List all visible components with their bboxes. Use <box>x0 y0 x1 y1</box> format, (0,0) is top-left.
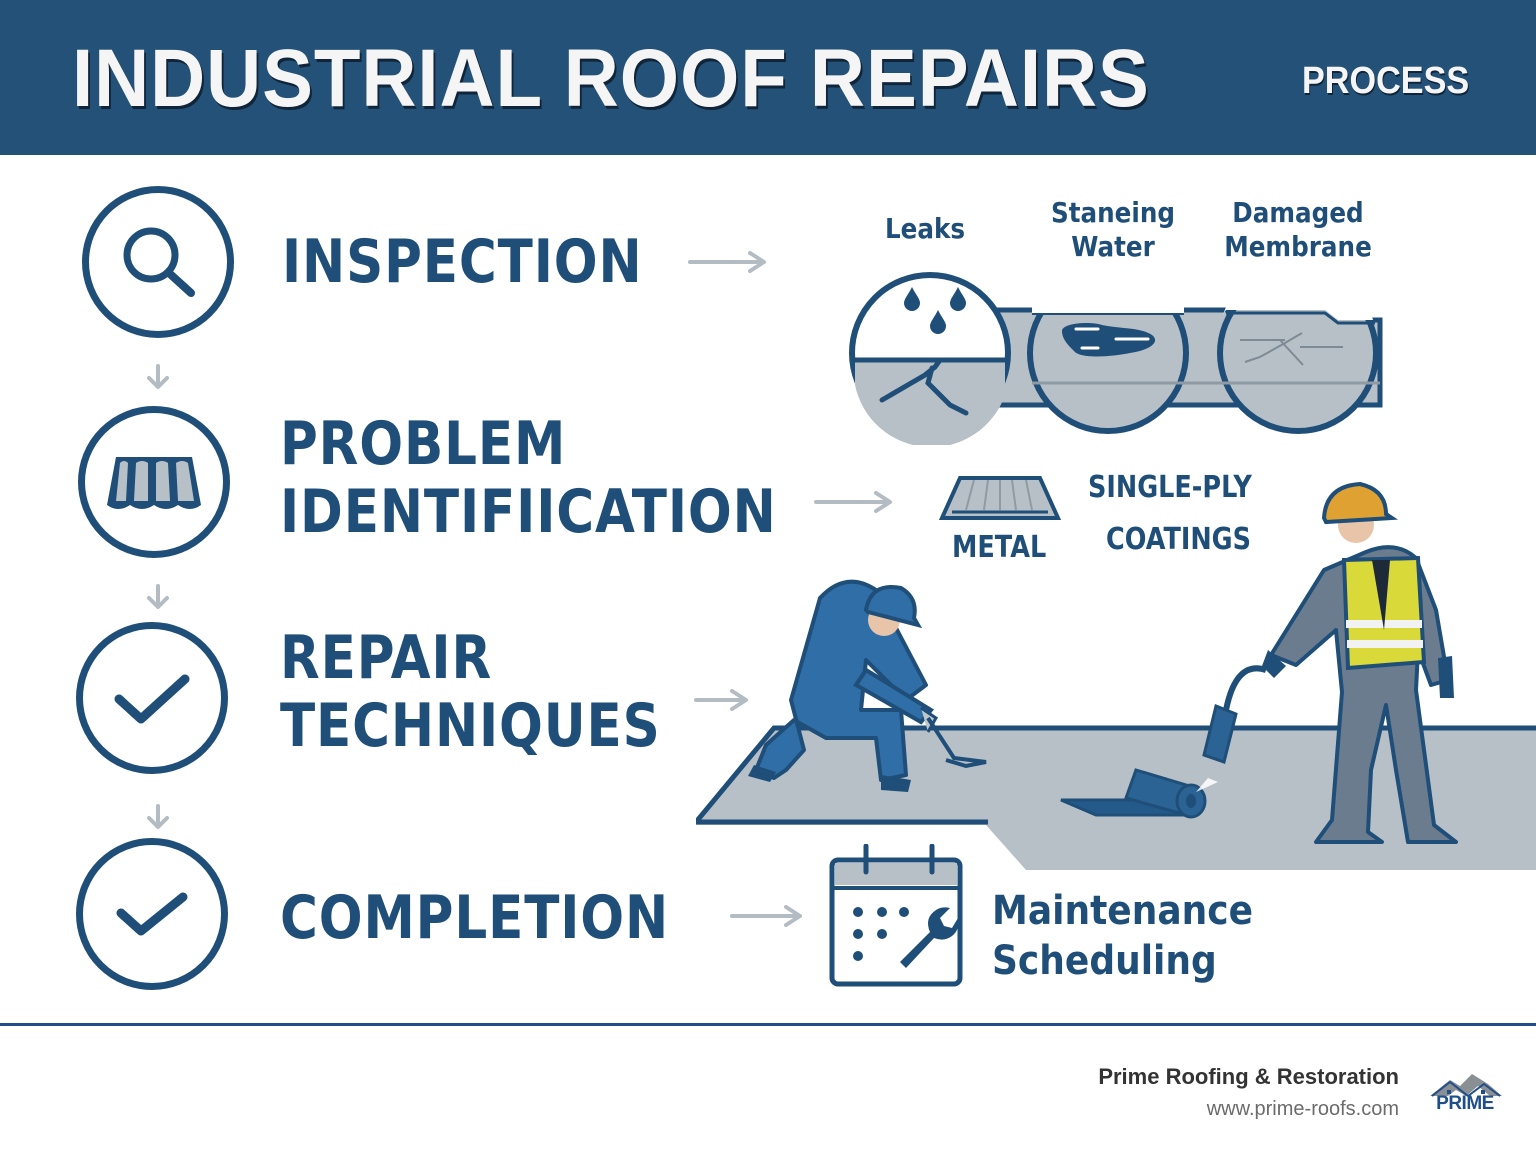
issue-label-leaks: Leaks <box>884 212 966 245</box>
step-repair-techniques-circle <box>76 622 228 774</box>
company-logo: PRIME <box>1420 1070 1510 1116</box>
step-inspection-circle <box>82 186 234 338</box>
arrow-down-icon <box>146 364 170 390</box>
issue-label-damaged-membrane: Damaged Membrane <box>1224 196 1372 263</box>
arrow-right-icon <box>730 904 804 928</box>
roof-type-metal: METAL <box>952 530 1047 565</box>
damaged-membrane-icon <box>1217 265 1379 434</box>
roof-workers-illustration <box>696 481 1536 870</box>
standing-water-icon <box>1027 265 1189 434</box>
metal-roof-icon <box>938 474 1062 522</box>
kneeling-worker <box>748 579 987 792</box>
magnifier-icon <box>113 217 203 307</box>
arrow-right-icon <box>694 688 750 712</box>
roof-issues-illustration <box>849 265 1383 445</box>
step-completion-circle <box>76 838 228 990</box>
checkmark-icon <box>107 879 197 949</box>
step-repair-techniques-label: REPAIR TECHNIQUES <box>280 623 661 761</box>
page-subtitle: PROCESS <box>1302 60 1470 102</box>
logo-text: PRIME <box>1436 1093 1494 1114</box>
step-problem-identification-label: PROBLEM IDENTIFIICATION <box>280 409 777 547</box>
step-problem-identification-circle <box>78 406 230 558</box>
company-url[interactable]: www.prime-roofs.com <box>1206 1098 1399 1120</box>
step-completion-label: COMPLETION <box>280 883 670 953</box>
roof-type-coatings: COATINGS <box>1106 522 1251 557</box>
arrow-down-icon <box>146 584 170 610</box>
page-title: INDUSTRIAL ROOF REPAIRS <box>72 33 1150 124</box>
arrow-down-icon <box>146 804 170 830</box>
roof-type-single-ply: SINGLE-PLY <box>1088 470 1252 505</box>
maintenance-scheduling-label: Maintenance Scheduling <box>992 888 1254 984</box>
arrow-right-icon <box>688 250 768 274</box>
issue-label-standing-water: Staneing Water <box>1050 196 1176 263</box>
calendar-wrench-icon <box>828 844 964 990</box>
header-banner: INDUSTRIAL ROOF REPAIRS PROCESS <box>0 0 1536 155</box>
step-inspection-label: INSPECTION <box>282 227 643 297</box>
house-roof-icon <box>1430 1074 1502 1097</box>
roof-panel-icon <box>104 447 204 517</box>
footer-divider <box>0 1023 1536 1026</box>
arrow-right-icon <box>814 490 894 514</box>
membrane-roll-icon <box>1060 768 1207 819</box>
checkmark-icon <box>107 663 197 733</box>
leak-icon <box>849 272 1011 445</box>
company-name: Prime Roofing & Restoration <box>1098 1064 1399 1089</box>
standing-worker <box>1202 481 1458 844</box>
